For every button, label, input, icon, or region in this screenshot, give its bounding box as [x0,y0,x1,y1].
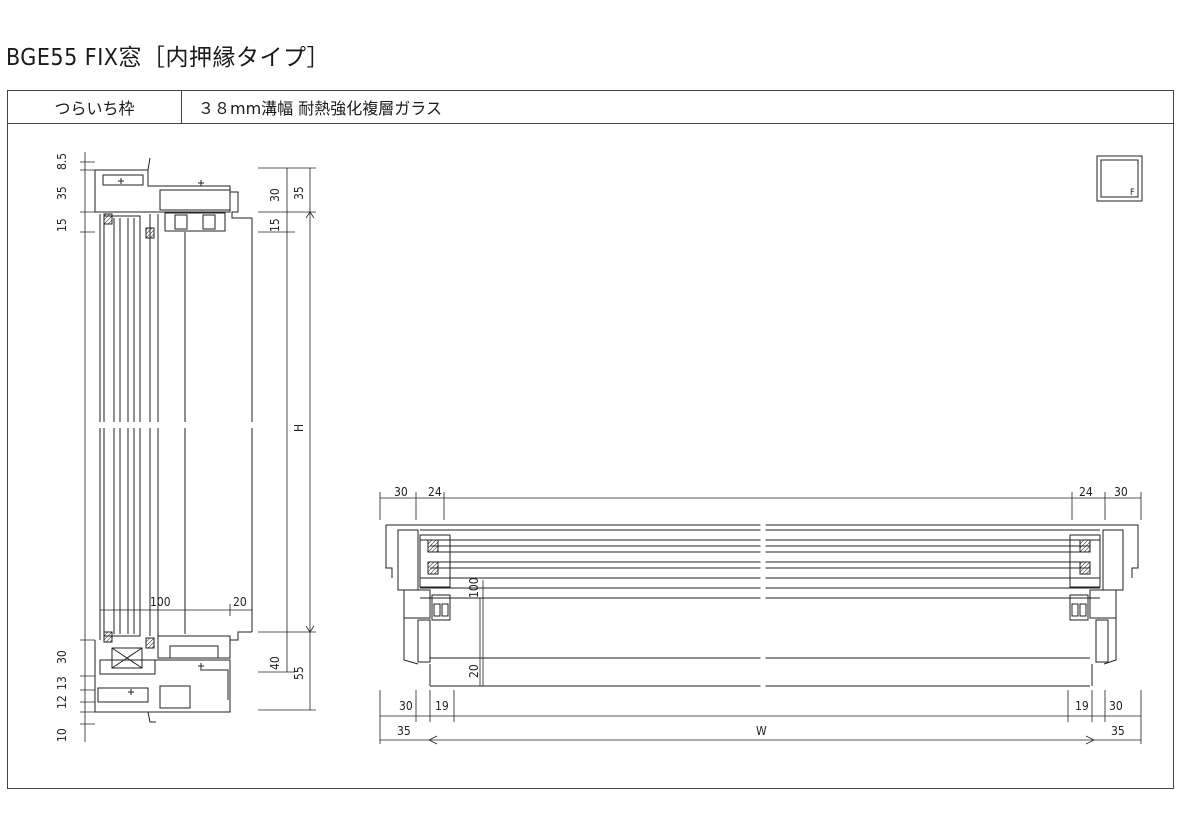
dim-label: 10 [55,728,69,742]
drawing-frame: つらいち枠 ３８mm溝幅 耐熱強化複層ガラス [7,90,1174,789]
dim-label: 15 [268,218,282,232]
dim-label: 30 [394,485,408,499]
dim-label: 20 [467,664,481,678]
dim-label: 24 [1079,485,1093,499]
dim-label: 35 [292,186,306,200]
frame-type-cell: つらいち枠 [8,91,182,123]
vertical-section [80,152,316,742]
dim-label: 100 [467,577,481,598]
dim-label: 30 [1109,699,1123,713]
dim-label: 100 [150,595,171,609]
dim-label: 30 [1114,485,1128,499]
width-label: W [756,724,767,738]
glass-spec-cell: ３８mm溝幅 耐熱強化複層ガラス [198,99,442,118]
dim-label: 8.5 [55,153,69,170]
dim-label: 30 [268,188,282,202]
dim-label: 15 [55,218,69,232]
dim-label: 35 [55,186,69,200]
dim-label: 19 [435,699,449,713]
horizontal-section [379,492,1142,745]
dim-label: 24 [428,485,442,499]
dim-label: 20 [233,595,247,609]
spec-header: つらいち枠 ３８mm溝幅 耐熱強化複層ガラス [8,91,1173,124]
dim-label: 35 [397,724,411,738]
dim-label: 30 [55,650,69,664]
dim-label: 30 [399,699,413,713]
dim-label: 13 [55,676,69,690]
dim-label: 35 [1111,724,1125,738]
legend-box: F [1096,155,1143,202]
dim-label: 19 [1075,699,1089,713]
horizontal-dim-labels: 30 24 24 30 100 20 30 19 19 30 35 35 W [394,485,1128,738]
dim-label: 12 [55,695,69,709]
dim-label: 55 [292,666,306,680]
height-label: H [292,424,306,432]
dim-label: 40 [268,656,282,670]
vertical-dim-labels: 8.5 35 15 30 12 13 10 30 15 40 35 55 H 1… [55,153,306,742]
legend-label: F [1130,188,1135,198]
page-title: BGE55 FIX窓［内押縁タイプ］ [6,45,330,71]
